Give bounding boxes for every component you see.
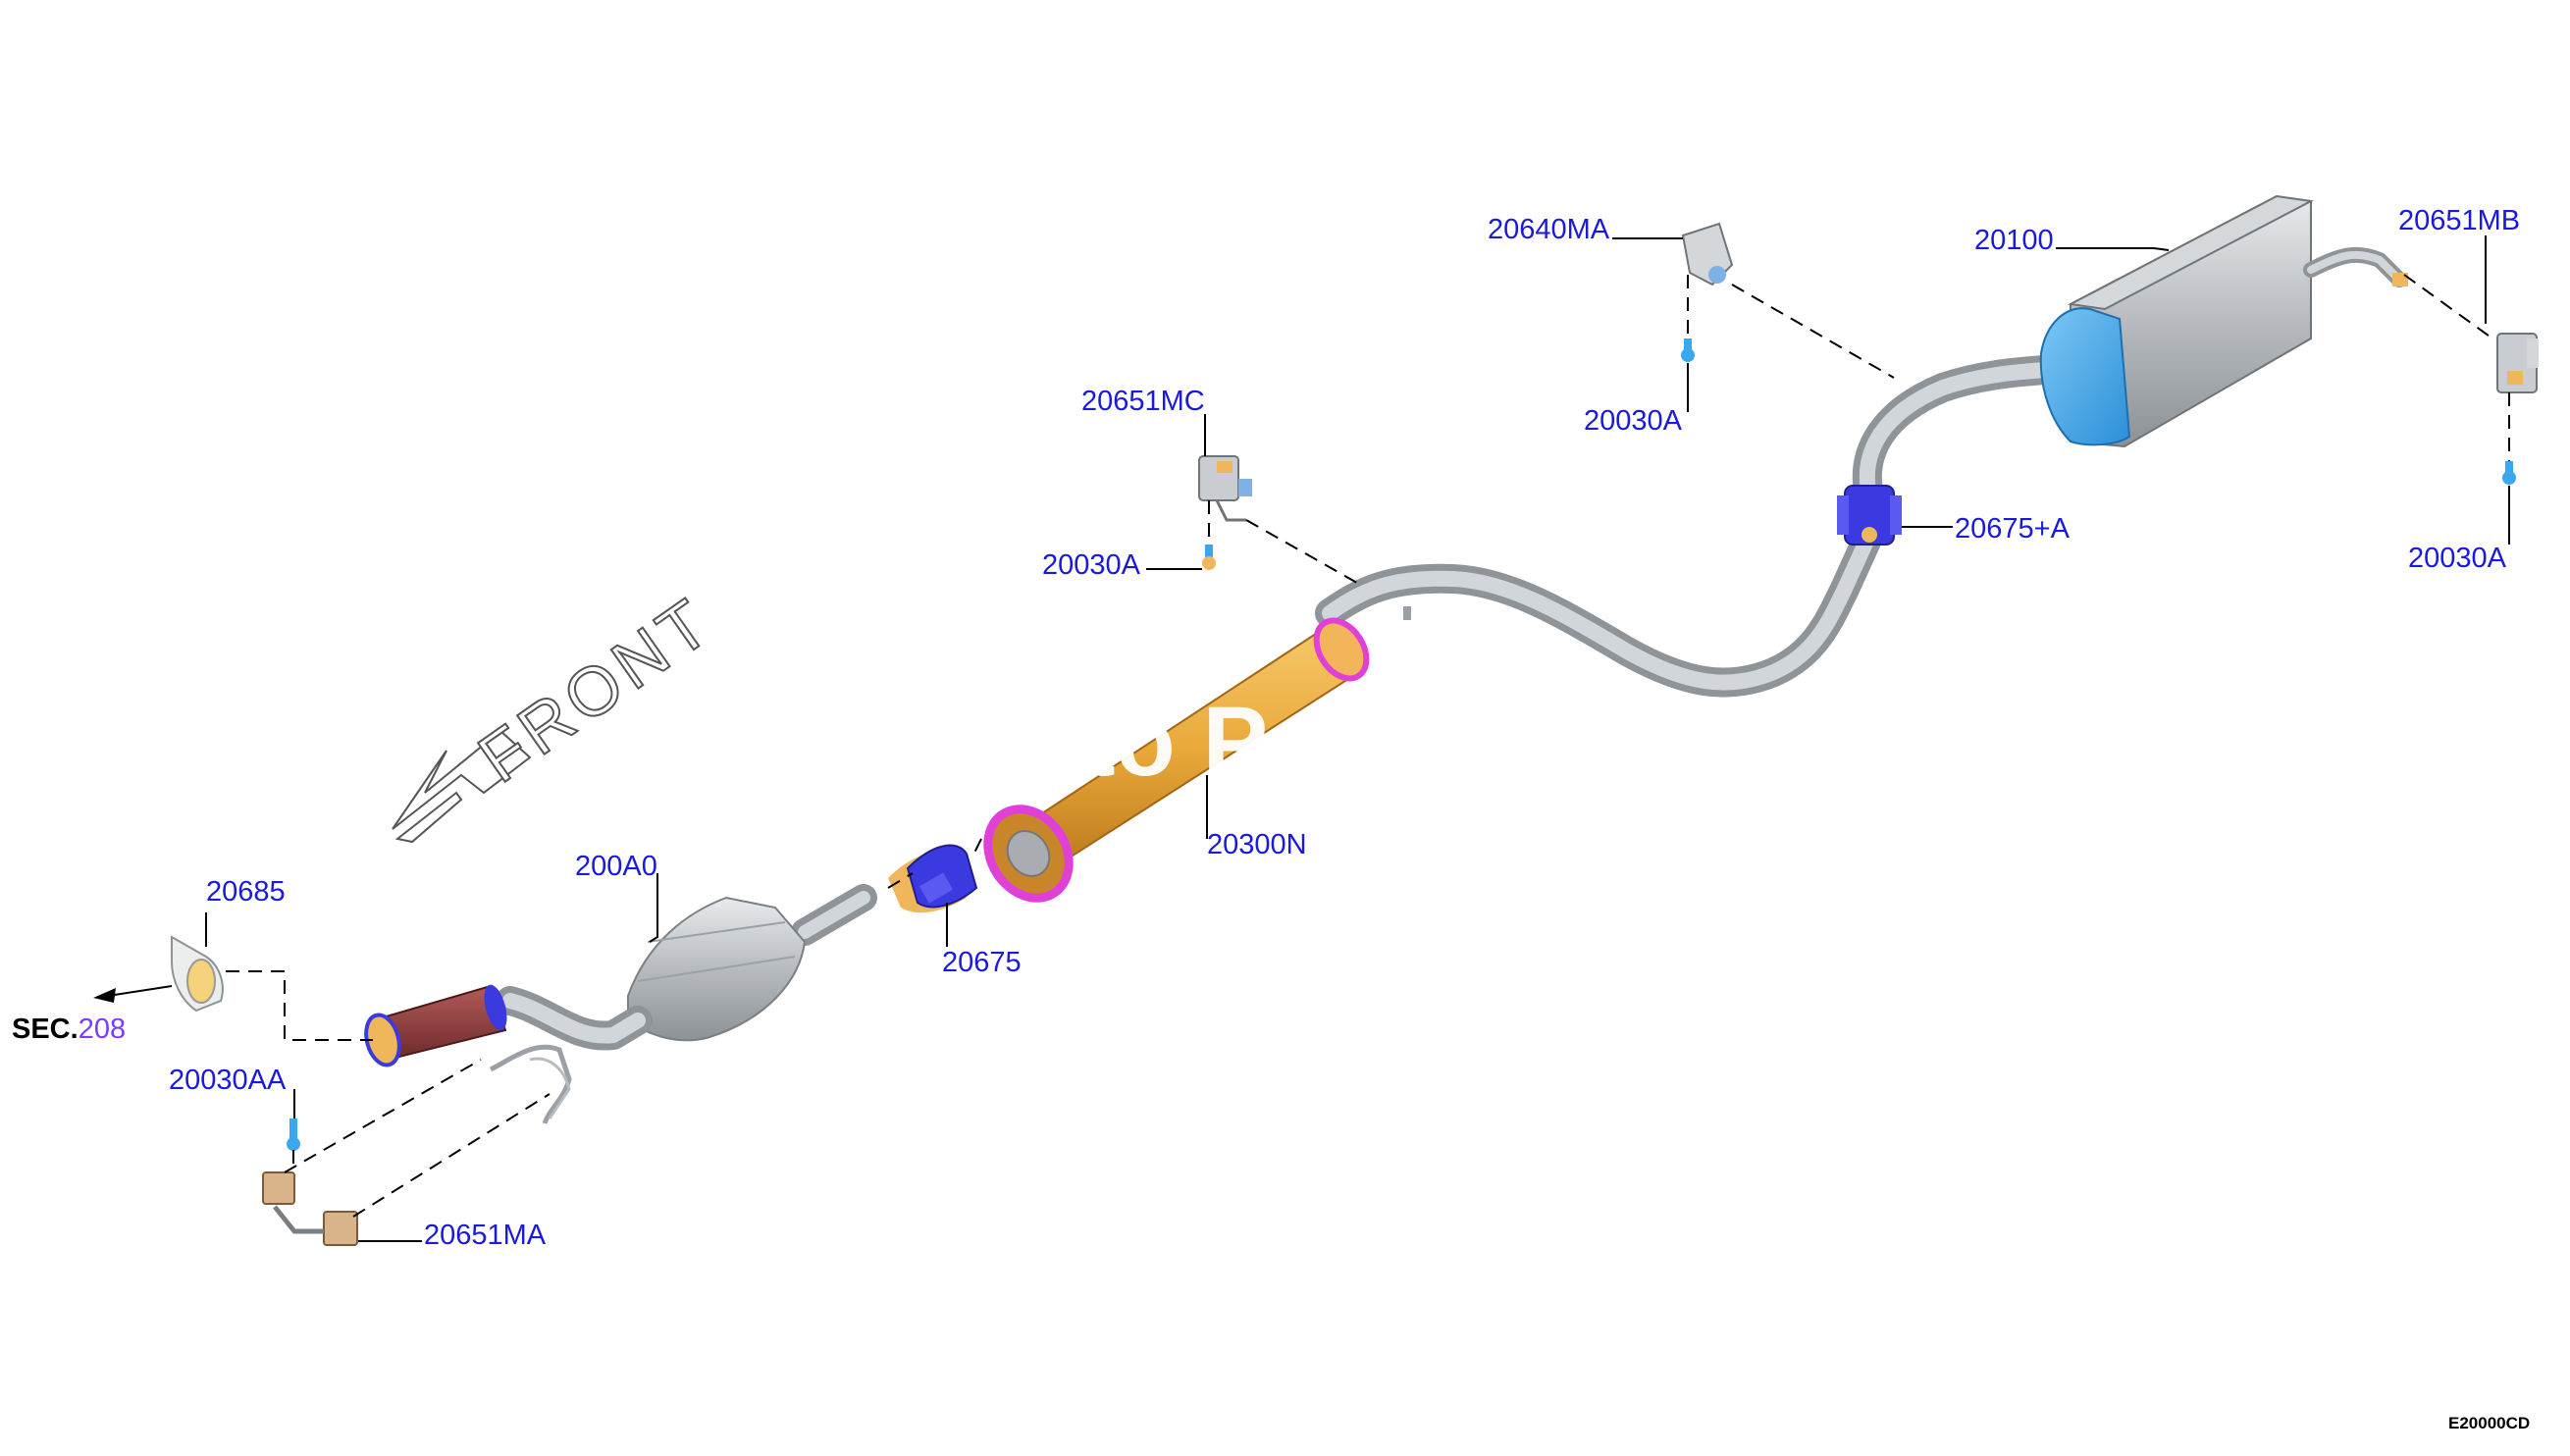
part-label-200A0[interactable]: 200A0 xyxy=(575,851,657,882)
part-label-20100[interactable]: 20100 xyxy=(1974,225,2054,256)
watermark: Auto Parts xyxy=(952,687,1448,797)
front-arrow: FRONT xyxy=(392,581,728,844)
part-label-20651MA[interactable]: 20651MA xyxy=(424,1220,547,1251)
sec-prefix: SEC. xyxy=(12,1014,79,1045)
sec-reference[interactable]: SEC.208 xyxy=(12,985,173,1045)
bolt-20030A-top xyxy=(1681,338,1695,362)
svg-text:SEC.208: SEC.208 xyxy=(12,1014,126,1045)
intermediate-pipe xyxy=(1315,353,2085,698)
part-label-20030AA[interactable]: 20030AA xyxy=(169,1065,287,1096)
catalytic-converter xyxy=(489,884,877,1124)
part-label-20030A-top[interactable]: 20030A xyxy=(1584,405,1683,437)
hanger-20640MA xyxy=(1681,222,1734,286)
front-label: FRONT xyxy=(465,582,727,797)
part-label-20651MC[interactable]: 20651MC xyxy=(1081,386,1205,417)
bolt-20030A-right xyxy=(2502,461,2516,485)
part-label-20030A-mid[interactable]: 20030A xyxy=(1042,549,1141,581)
part-label-20640MA[interactable]: 20640MA xyxy=(1488,214,1610,245)
part-label-20675[interactable]: 20675 xyxy=(942,947,1022,978)
front-pipe xyxy=(364,984,507,1067)
gasket-20685 xyxy=(171,935,224,1013)
hanger-20651MB xyxy=(2496,333,2539,393)
sec-number-link[interactable]: 208 xyxy=(79,1014,126,1045)
part-label-20651MB[interactable]: 20651MB xyxy=(2398,205,2520,236)
part-label-20030A-right[interactable]: 20030A xyxy=(2408,543,2507,574)
clamp-20675A xyxy=(1837,485,1902,546)
center-muffler xyxy=(983,617,1370,903)
figure-code: E20000CD xyxy=(2448,1414,2530,1432)
part-label-20675A[interactable]: 20675+A xyxy=(1955,513,2071,545)
hanger-20651MA xyxy=(262,1171,358,1246)
part-label-20685[interactable]: 20685 xyxy=(206,876,286,908)
dashed-assembly-lines xyxy=(226,274,2510,1218)
hanger-20651MC xyxy=(1198,455,1252,522)
rear-muffler xyxy=(2039,194,2408,448)
clamp-20675 xyxy=(888,844,978,913)
leader-lines xyxy=(205,235,2510,1242)
bolt-20030AA xyxy=(287,1118,300,1151)
part-label-20300N[interactable]: 20300N xyxy=(1207,829,1307,860)
bolt-20030A-mid xyxy=(1202,545,1216,570)
